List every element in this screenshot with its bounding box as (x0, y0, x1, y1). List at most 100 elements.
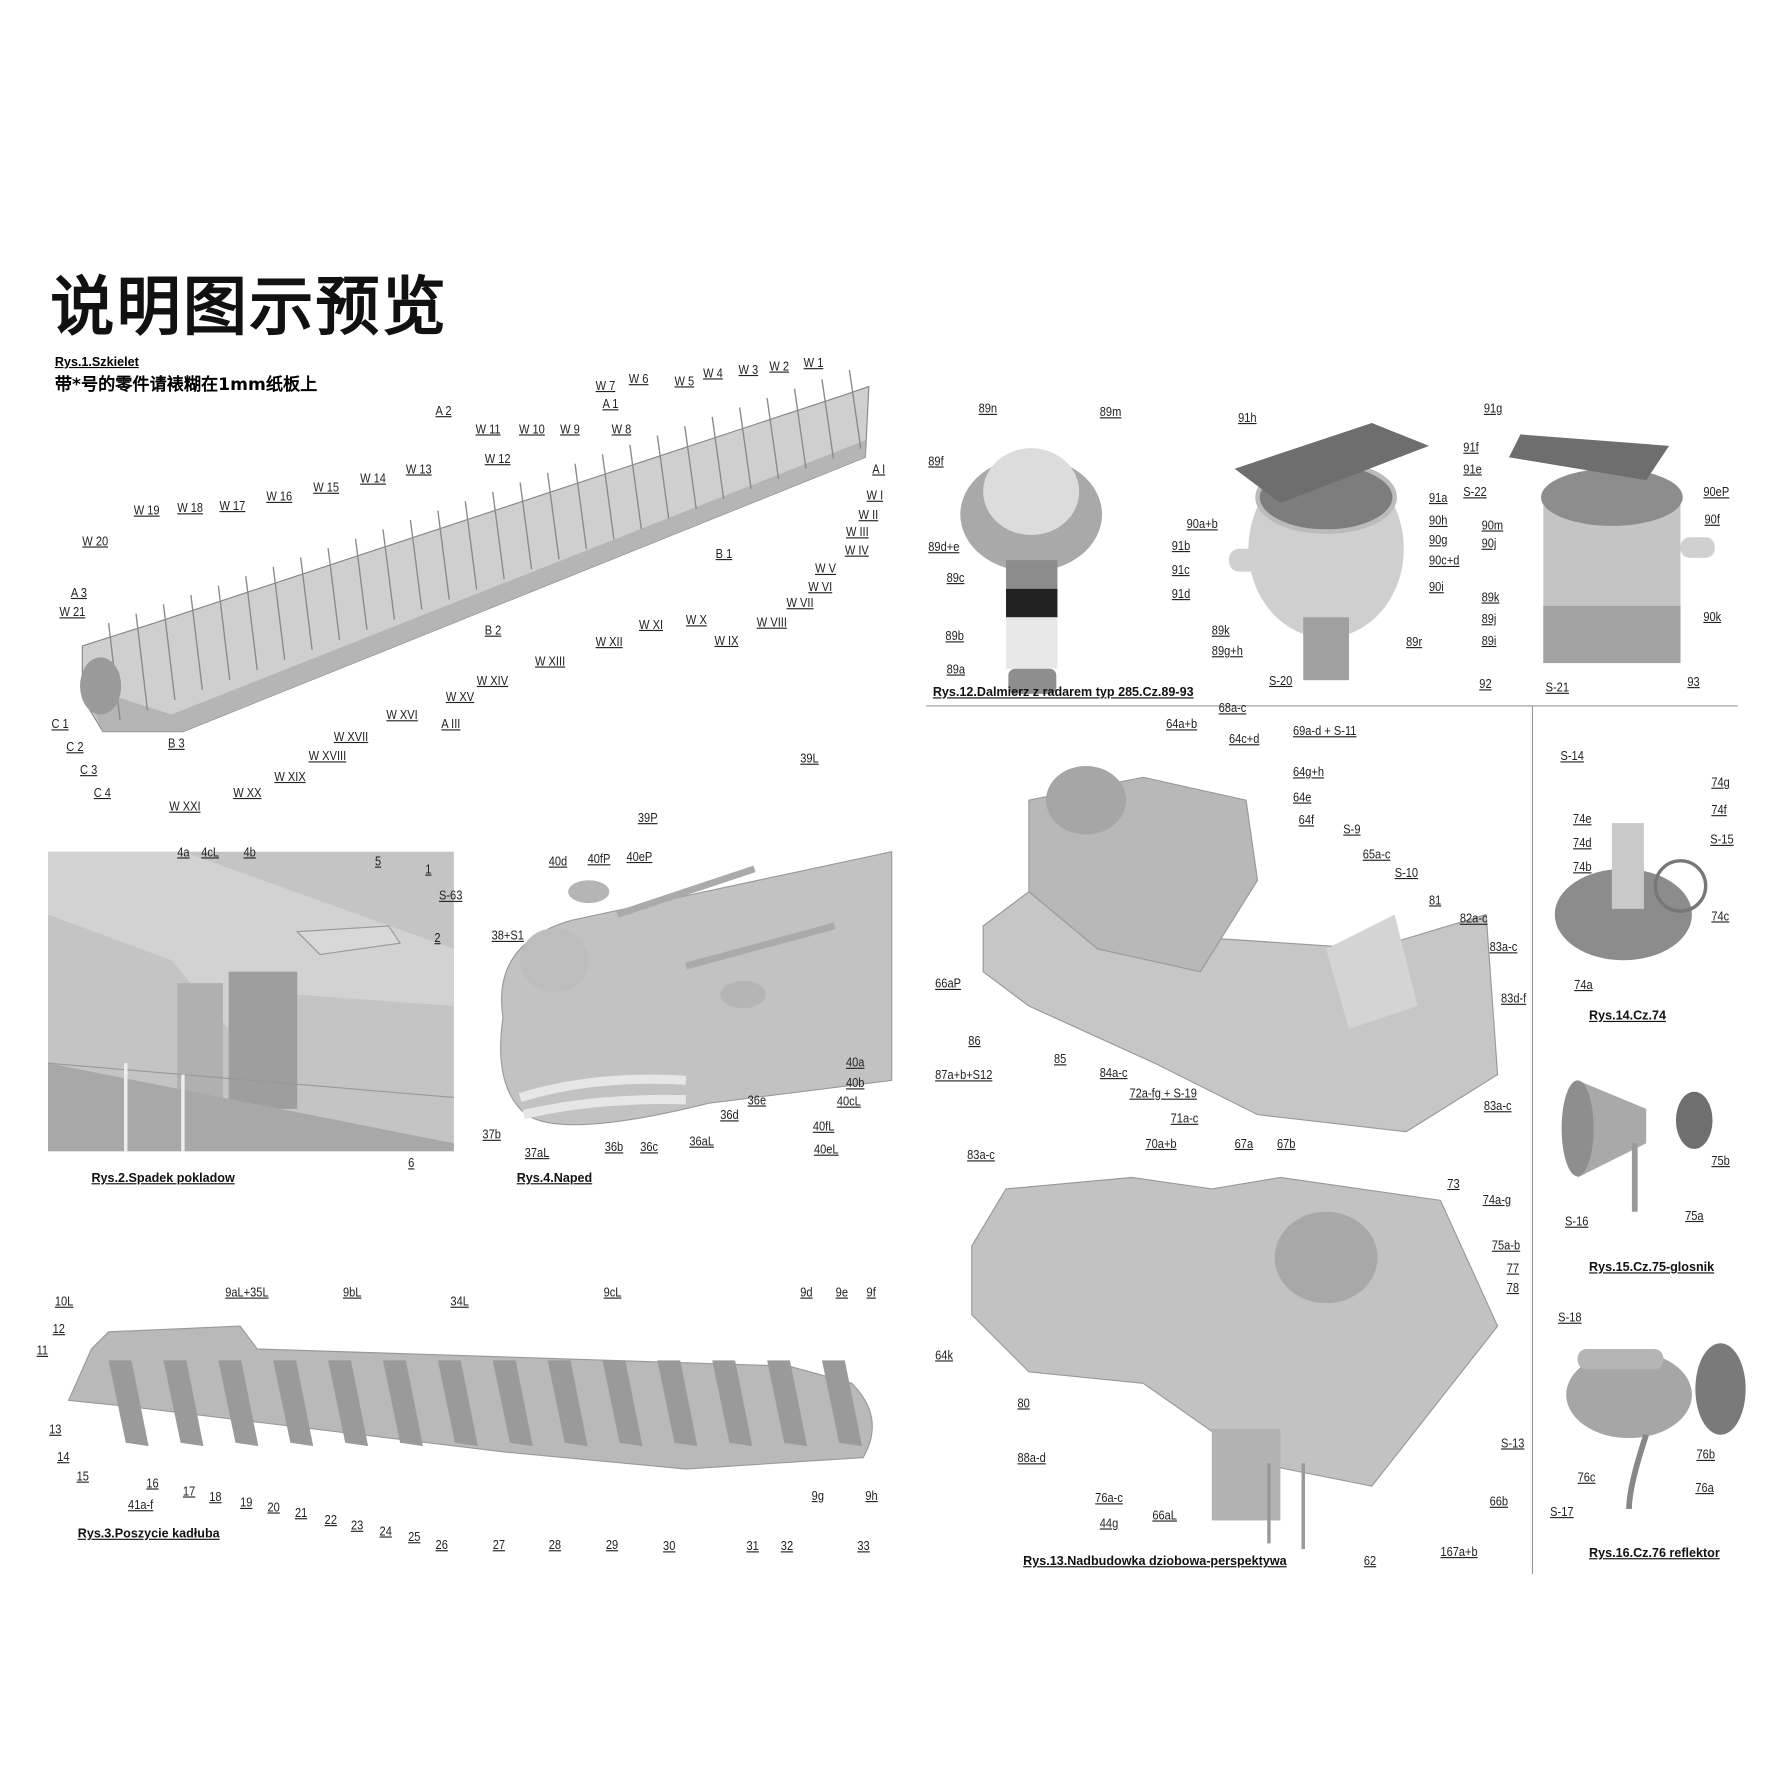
hull-stripe (382, 1360, 423, 1447)
part-label-superstructure: 76a-c (1095, 1491, 1123, 1506)
frame-rib (711, 416, 725, 499)
part-label-superstructure: 71a-c (1170, 1112, 1199, 1127)
part-label-drive: 39L (800, 752, 819, 766)
frame-rib (327, 547, 341, 640)
part-label-skeleton: W XV (445, 690, 475, 705)
part-label-rangefinder: 91c (1171, 563, 1190, 578)
part-label-rangefinder: 91h (1238, 411, 1257, 426)
part-label-rangefinder: S-20 (1268, 674, 1293, 689)
part-label-hull: 33 (857, 1539, 870, 1554)
figure-caption-part74: Rys.14.Cz.74 (1589, 1009, 1666, 1024)
part-label-part74: 74f (1711, 803, 1727, 818)
part-label-skeleton: W 12 (484, 452, 511, 467)
part-label-rangefinder: 89a (946, 663, 966, 677)
part-label-hull: 27 (492, 1538, 506, 1553)
part-label-superstructure: 75a-b (1491, 1239, 1521, 1253)
part-label-part76: S-17 (1550, 1505, 1574, 1520)
frame-rib (738, 407, 752, 489)
part-label-part75: 75a (1685, 1209, 1704, 1224)
part-label-superstructure: 87a+b+S12 (935, 1068, 993, 1083)
part-label-skeleton: W XXI (169, 800, 201, 814)
divider-horizontal (925, 705, 1738, 707)
part-label-superstructure: S-10 (1394, 866, 1419, 881)
part-label-skeleton: W 15 (313, 481, 340, 496)
part-label-deck: 4b (243, 845, 256, 860)
part-label-skeleton: W 17 (219, 499, 246, 514)
part-label-rangefinder: 89k (1211, 624, 1230, 638)
rangefinder-drawing (960, 422, 1715, 694)
part-label-deck: 4a (177, 845, 190, 860)
figure-caption-skeleton: Rys.1.Szkielet (54, 355, 139, 370)
frame-rib (629, 444, 643, 530)
superstructure-drawing (971, 765, 1499, 1550)
figure-caption-rangefinder: Rys.12.Dalmierz z radarem typ 285.Cz.89-… (932, 685, 1194, 700)
frame-rib (135, 613, 149, 711)
divider-vertical (1531, 705, 1534, 1575)
part-label-skeleton: W XVII (333, 730, 369, 745)
part-label-skeleton: W XVIII (308, 749, 347, 764)
part-label-skeleton: W XIV (476, 674, 509, 689)
part-label-hull: 31 (746, 1539, 759, 1554)
frame-rib (245, 576, 258, 670)
frame-rib (299, 557, 313, 650)
hull-stripe (712, 1360, 753, 1447)
part-label-skeleton: B 1 (715, 547, 733, 562)
figure-caption-hull: Rys.3.Poszycie kadłuba (77, 1527, 220, 1542)
part-label-rangefinder: 90m (1481, 519, 1504, 533)
drive-drawing (500, 850, 893, 1126)
part-label-part74: 74a (1574, 978, 1593, 993)
part-label-superstructure: 44g (1099, 1517, 1119, 1531)
part-label-skeleton: W XVI (386, 708, 418, 723)
part-label-hull: 23 (350, 1519, 364, 1534)
part-label-hull: 41a-f (128, 1498, 154, 1513)
part-label-hull: 9cL (603, 1286, 622, 1300)
part-label-rangefinder: 89d+e (928, 540, 960, 555)
part-label-rangefinder: 89c (946, 571, 965, 586)
part-label-rangefinder: 89j (1481, 612, 1497, 627)
hull-stripe (328, 1360, 369, 1447)
part-label-skeleton: W 5 (674, 374, 695, 389)
part-label-hull: 24 (379, 1525, 392, 1539)
part-label-hull: 12 (52, 1322, 65, 1337)
frame-rib (437, 510, 450, 600)
part-label-skeleton: W 11 (475, 422, 501, 437)
part-label-hull: 16 (146, 1477, 159, 1491)
part-label-skeleton: W 8 (611, 422, 632, 437)
part-label-hull: 18 (209, 1490, 222, 1505)
part-label-skeleton: W III (845, 525, 869, 540)
part-label-rangefinder: 93 (1687, 675, 1700, 690)
part-label-rangefinder: 90j (1481, 537, 1497, 552)
part-label-skeleton: W 20 (82, 535, 109, 549)
part-label-superstructure: 69a-d + S-11 (1292, 724, 1357, 739)
part-label-superstructure: 65a-c (1362, 848, 1391, 862)
part-label-skeleton: W IV (844, 544, 869, 558)
part-label-skeleton: W 7 (595, 379, 616, 394)
part-label-skeleton: W 1 (803, 356, 824, 371)
hull-stripe (218, 1360, 259, 1447)
part-label-hull: 13 (49, 1423, 62, 1438)
part-label-rangefinder: 92 (1479, 677, 1492, 692)
part-label-deck: 2 (434, 931, 441, 946)
hull-stripe (767, 1360, 808, 1447)
frame-rib (574, 463, 588, 550)
hull-stripe (108, 1360, 149, 1447)
figure-caption-superstructure: Rys.13.Nadbudowka dziobowa-perspektywa (1023, 1554, 1287, 1569)
part-label-drive: 39P (637, 811, 658, 826)
part-label-skeleton: W 6 (628, 372, 649, 387)
frame-rib (409, 519, 423, 610)
part-label-superstructure: 85 (1054, 1052, 1067, 1067)
part-label-skeleton: A 1 (602, 397, 619, 412)
part-label-part74: S-14 (1560, 749, 1584, 764)
part-label-skeleton: W II (858, 508, 879, 523)
part-label-superstructure: 62 (1363, 1554, 1377, 1569)
part-label-part76: 76c (1577, 1471, 1596, 1486)
part-label-hull: 9g (811, 1489, 824, 1504)
part-label-rangefinder: 89r (1406, 635, 1423, 650)
part-label-superstructure: 66aL (1152, 1509, 1177, 1523)
frame-rib (190, 594, 204, 691)
part-label-part76: 76a (1695, 1481, 1714, 1496)
hull-stripe (437, 1360, 478, 1447)
part-label-deck: 5 (374, 855, 382, 869)
frame-rib (656, 435, 670, 520)
part-label-hull: 28 (548, 1538, 562, 1553)
